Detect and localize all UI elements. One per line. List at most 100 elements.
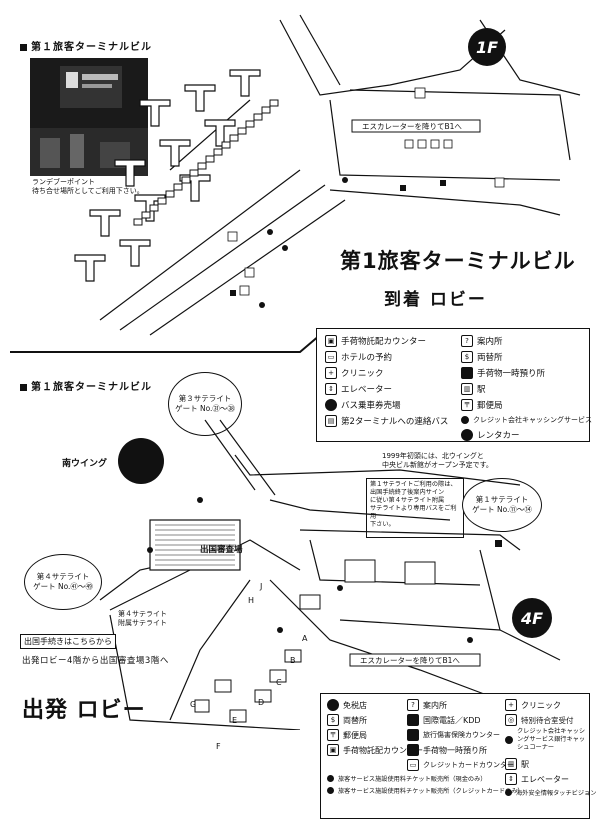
post-office-icon: 〒 bbox=[327, 729, 339, 741]
satellite1-bubble: 第１サテライト ゲート No.⑪～⑭ bbox=[462, 478, 542, 532]
immigration-hall-hatch bbox=[149, 519, 241, 571]
safety-info-icon bbox=[505, 789, 512, 796]
counter-letter-d: D bbox=[258, 698, 265, 707]
notice-1999: 1999年初頭には、北ウイングと 中央ビル新館がオープン予定です。 bbox=[382, 452, 493, 469]
departure-floor-map bbox=[99, 419, 561, 730]
pillars bbox=[74, 69, 261, 282]
legend-rental-car: レンタカー bbox=[461, 429, 520, 441]
service-ticket-icon bbox=[327, 787, 334, 794]
legend-safety-info: 海外安全情報タッチビジョン bbox=[505, 788, 596, 797]
departure-escalator-note: エスカレーターを降りてB1へ bbox=[360, 656, 460, 665]
elevator-icon: ⇕ bbox=[505, 773, 517, 785]
legend-service-ticket-cash: 旅客サービス施設使用料チケット販売所（現金のみ） bbox=[327, 774, 487, 783]
legend-exchange-dep: $両替所 bbox=[327, 714, 367, 726]
satellite3-bubble: 第３サテライト ゲート No.㉛～㊳ bbox=[168, 372, 242, 436]
counter-letter-h: H bbox=[248, 596, 255, 605]
info-icon: ? bbox=[461, 335, 473, 347]
legend-baggage-storage-dep: 手荷物一時預り所 bbox=[407, 744, 487, 756]
station-icon: ▥ bbox=[461, 383, 473, 395]
clinic-icon: + bbox=[325, 367, 337, 379]
legend-station: ▥駅 bbox=[461, 383, 486, 395]
clinic-icon: + bbox=[505, 699, 517, 711]
legend-post-office-dep: 〒郵便局 bbox=[327, 729, 367, 741]
departure-legend: 免税店 ?案内所 +クリニック $両替所 国際電話／KDD ◎特別待合室受付 〒… bbox=[320, 693, 596, 819]
legend-info-dep: ?案内所 bbox=[407, 699, 447, 711]
lobby-floor-note: 出発ロビー4階から出国審査場3階へ bbox=[22, 656, 169, 666]
arrival-building-title: 第1旅客ターミナルビル bbox=[340, 249, 576, 273]
arrival-lobby-title: 到着 ロビー bbox=[384, 290, 487, 310]
legend-luggage: ▣手荷物託配カウンター bbox=[325, 335, 426, 347]
legend-credit-counter: ▭クレジットカードカウンター bbox=[407, 759, 514, 771]
checkin-counters bbox=[194, 559, 436, 723]
satellite-note-box: 第１サテライトご利用の際は、 出国手続終了後案内サイン に従い第４サテライト附属… bbox=[366, 478, 464, 538]
legend-station-dep: ▥駅 bbox=[505, 758, 529, 770]
satellite-note: 第１サテライトご利用の際は、 出国手続終了後案内サイン に従い第４サテライト附属… bbox=[370, 481, 457, 528]
counter-letter-e: E bbox=[232, 716, 238, 725]
floor-badge-4f: 4F bbox=[512, 598, 552, 638]
south-wing-label: 南ウイング bbox=[62, 459, 108, 469]
baggage-carousel bbox=[133, 99, 279, 226]
legend-duty-free: 免税店 bbox=[327, 699, 367, 711]
baggage-storage-icon bbox=[461, 367, 473, 379]
legend-insurance: 旅行傷害保険カウンター bbox=[407, 729, 500, 741]
exchange-icon: $ bbox=[461, 351, 473, 363]
section-divider bbox=[10, 334, 321, 353]
photo-caption: ランデブーポイント 待ち合せ場所としてご利用下さい。 bbox=[32, 178, 144, 195]
luggage-icon: ▣ bbox=[327, 744, 339, 756]
legend-post-office: 〒郵便局 bbox=[461, 399, 503, 411]
counter-letter-g: G bbox=[190, 700, 197, 709]
immigration-hall-label: 出国審査場 bbox=[200, 545, 243, 555]
service-ticket-icon bbox=[327, 775, 334, 782]
legend-bus-ticket: バス乗車券売場 bbox=[325, 399, 401, 411]
insurance-icon bbox=[407, 729, 419, 741]
legend-special-reception: ◎特別待合室受付 bbox=[505, 714, 574, 726]
south-wing-marker bbox=[118, 438, 164, 484]
hotel-icon: ▭ bbox=[325, 351, 337, 363]
legend-baggage-storage: 手荷物一時預り所 bbox=[461, 367, 545, 379]
legend-exchange: $両替所 bbox=[461, 351, 503, 363]
departure-lobby-title: 出発 ロビー bbox=[22, 698, 146, 723]
satellite4-bubble: 第４サテライト ゲート No.㊶～㊾ bbox=[24, 554, 102, 610]
shuttle-bus-icon: ▤ bbox=[325, 415, 337, 427]
luggage-icon: ▣ bbox=[325, 335, 337, 347]
legend-intl-phone: 国際電話／KDD bbox=[407, 714, 481, 726]
satellite4-annex-label: 第４サテライト 附属サテライト bbox=[118, 610, 167, 627]
counter-letter-b: B bbox=[290, 656, 296, 665]
rental-car-icon bbox=[461, 429, 473, 441]
legend-credit-card: クレジット会社キャッシングサービス bbox=[461, 415, 592, 425]
legend-luggage-dep: ▣手荷物託配カウンター bbox=[327, 744, 423, 756]
counter-letter-a: A bbox=[302, 634, 308, 643]
duty-free-icon bbox=[327, 699, 339, 711]
arrival-floor-map bbox=[74, 14, 581, 336]
arrival-legend: ▣手荷物託配カウンター ?案内所 ▭ホテルの予約 $両替所 +クリニック 手荷物… bbox=[316, 328, 592, 442]
bus-ticket-icon bbox=[325, 399, 337, 411]
departure-procedure-sign: 出国手続きはこちらから bbox=[20, 634, 116, 649]
legend-hotel: ▭ホテルの予約 bbox=[325, 351, 392, 363]
rendezvous-photo bbox=[30, 58, 148, 176]
arrival-escalator-note: エスカレーターを降りてB1へ bbox=[362, 122, 462, 131]
post-office-icon: 〒 bbox=[461, 399, 473, 411]
legend-service-ticket-card: 旅客サービス施設使用料チケット販売所（クレジットカードのみ） bbox=[327, 786, 524, 795]
credit-card-icon bbox=[461, 416, 469, 424]
legend-elevator-dep: ⇕エレベーター bbox=[505, 773, 569, 785]
top-section-title: 第１旅客ターミナルビル bbox=[20, 38, 152, 53]
intl-phone-icon bbox=[407, 714, 419, 726]
legend-clinic-dep: +クリニック bbox=[505, 699, 561, 711]
legend-clinic: +クリニック bbox=[325, 367, 384, 379]
station-icon: ▥ bbox=[505, 758, 517, 770]
exchange-icon: $ bbox=[327, 714, 339, 726]
counter-letter-f: F bbox=[216, 742, 221, 751]
photo-illustration bbox=[30, 66, 148, 176]
floor-badge-1f: 1F bbox=[468, 28, 506, 66]
legend-shuttle-bus: ▤第2ターミナルへの連絡バス bbox=[325, 415, 448, 427]
counter-letter-c: C bbox=[276, 678, 282, 687]
baggage-storage-icon bbox=[407, 744, 419, 756]
credit-card-icon bbox=[505, 736, 513, 744]
legend-info: ?案内所 bbox=[461, 335, 503, 347]
credit-counter-icon: ▭ bbox=[407, 759, 419, 771]
legend-credit-card-dep: クレジット会社キャッシングサービス銀行キャッシュコーナー bbox=[505, 728, 587, 752]
info-icon: ? bbox=[407, 699, 419, 711]
bottom-section-title: 第１旅客ターミナルビル bbox=[20, 378, 152, 393]
special-reception-icon: ◎ bbox=[505, 714, 517, 726]
elevator-icon: ⇕ bbox=[325, 383, 337, 395]
